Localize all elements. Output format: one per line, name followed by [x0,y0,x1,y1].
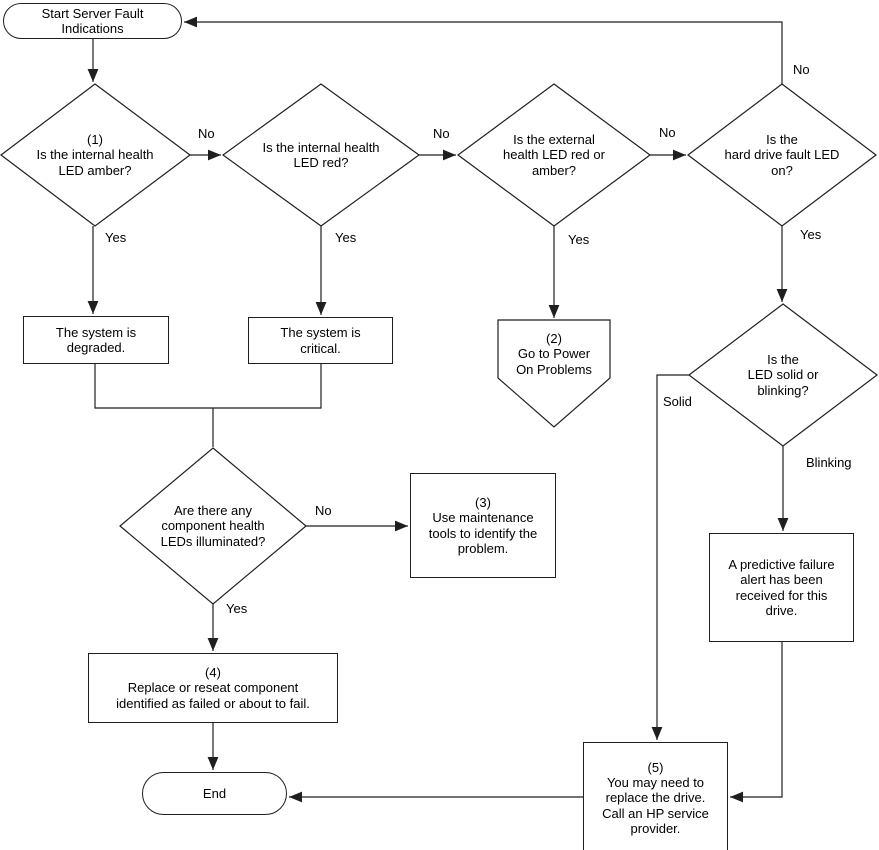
edge-label-q5-no: No [315,503,332,518]
offpage-power-on-problems [497,319,611,428]
edge-q6-solid-to-hp [651,374,689,740]
edge-q4-no-to-start [184,16,783,84]
edge-label-q2-no: No [433,126,450,141]
edge-label-q3-no: No [659,125,676,140]
end-terminator-label: End [202,785,227,801]
edge-label-q4-yes: Yes [800,227,822,242]
process-system-degraded: The system is degraded. [23,316,169,364]
end-terminator: End [142,772,287,815]
process-hp-service: (5) You may need to replace the drive. C… [583,742,728,850]
start-terminator-label: Start Server Fault Indications [41,5,144,36]
edge-label-q5-yes: Yes [226,601,248,616]
edge-label-q2-yes: Yes [335,230,357,245]
edge-label-q1-yes: Yes [105,230,127,245]
process-predictive-failure: A predictive failure alert has been rece… [709,533,854,642]
process-maintenance-tools: (3) Use maintenance tools to identify th… [410,473,556,578]
start-terminator: Start Server Fault Indications [3,3,182,39]
edge-label-q3-yes: Yes [568,232,590,247]
decision-internal-health-red-label: Is the internal health LED red? [262,139,380,170]
offpage-power-on-problems-label: (2) Go to Power On Problems [516,331,592,377]
edge-merge-degraded-critical [94,364,322,409]
decision-hard-drive-fault-label: Is the hard drive fault LED on? [724,132,840,178]
process-system-critical: The system is critical. [248,317,393,364]
decision-internal-health-amber-label: (1) Is the internal health LED amber? [36,132,154,178]
edge-predictive-to-hp [730,642,783,803]
edge-label-q6-blinking: Blinking [806,455,852,470]
edge-label-q1-no: No [198,126,215,141]
process-replace-reseat: (4) Replace or reseat component identifi… [88,653,338,723]
decision-internal-health-amber [0,83,192,227]
decision-external-health-label: Is the external health LED red or amber? [503,132,605,178]
edge-label-q4-no: No [793,62,810,77]
edge-label-q6-solid: Solid [663,394,692,409]
decision-component-leds-label: Are there any component health LEDs illu… [160,503,266,549]
decision-led-solid-blinking-label: Is the LED solid or blinking? [747,352,819,398]
